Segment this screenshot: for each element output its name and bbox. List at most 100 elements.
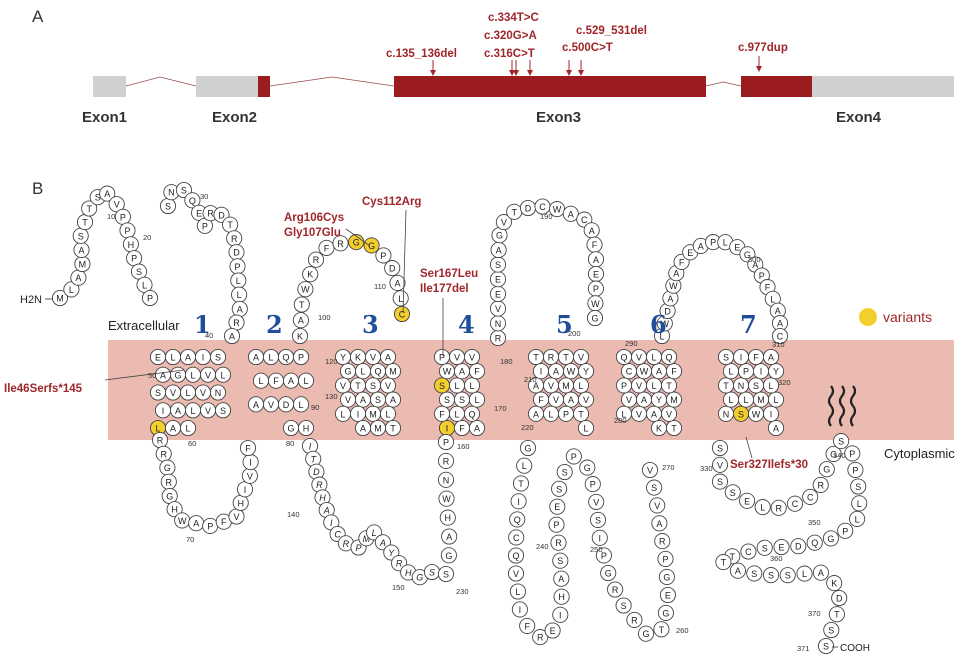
svg-text:R: R — [396, 559, 403, 569]
svg-text:L: L — [768, 381, 773, 391]
svg-text:E: E — [554, 502, 560, 512]
svg-text:E: E — [593, 270, 599, 280]
residue-tm2-3: L — [292, 396, 310, 413]
residue-tm6-6: L — [615, 405, 633, 422]
residue-tm4-11: L — [448, 377, 466, 394]
svg-text:A: A — [390, 395, 396, 405]
svg-text:A: A — [298, 316, 304, 326]
gene-structure — [93, 76, 954, 97]
residue-tm5-1: T — [527, 348, 545, 366]
residue-ecl3-11: D — [519, 199, 537, 217]
residue-icl4-38: G — [658, 568, 675, 585]
svg-text:R: R — [548, 353, 555, 363]
svg-text:W: W — [443, 367, 452, 377]
svg-text:S: S — [621, 601, 627, 611]
svg-text:S: S — [785, 571, 791, 581]
svg-text:P: P — [759, 271, 765, 281]
residue-icl1-5: G — [161, 487, 178, 505]
svg-text:T: T — [666, 381, 672, 391]
residue-nterm-18: P — [141, 289, 159, 307]
residue-nterm-10: A — [99, 185, 116, 202]
residue-tm3-18: I — [349, 405, 367, 422]
svg-text:E: E — [687, 248, 693, 258]
svg-text:M: M — [56, 294, 64, 304]
svg-text:G: G — [827, 534, 834, 544]
residue-cterm-8: C — [786, 495, 804, 512]
residue-nterm-15: P — [126, 250, 143, 267]
svg-text:A: A — [459, 367, 465, 377]
svg-text:V: V — [233, 512, 239, 522]
svg-text:P: P — [563, 409, 569, 419]
svg-text:S: S — [651, 483, 657, 493]
residue-number-10: 10 — [107, 212, 115, 221]
residue-tm3-3: V — [364, 348, 382, 366]
svg-text:S: S — [370, 381, 376, 391]
c-terminus: COOH — [832, 643, 870, 654]
svg-text:S: S — [155, 388, 161, 398]
residue-tm1-13: L — [179, 384, 197, 401]
svg-text:F: F — [324, 243, 330, 253]
svg-text:T: T — [310, 454, 317, 464]
residue-ecl3-3: V — [489, 300, 507, 317]
svg-text:S: S — [439, 381, 445, 391]
residue-cterm-22: D — [790, 538, 807, 555]
svg-text:P: P — [202, 221, 208, 231]
svg-text:A: A — [360, 395, 366, 405]
svg-text:V: V — [114, 200, 120, 210]
svg-text:G: G — [166, 492, 173, 502]
svg-text:D: D — [233, 248, 240, 258]
residue-icl2-4: R — [311, 476, 328, 493]
residue-number-300: 300 — [748, 255, 761, 264]
residue-icl4-18: R — [550, 534, 567, 551]
svg-text:R: R — [443, 456, 450, 466]
svg-text:A: A — [656, 519, 662, 529]
residue-icl4-24: G — [579, 459, 596, 476]
residue-ecl1-11: D — [228, 244, 245, 261]
variant-label-c977: c.977dup — [738, 42, 788, 54]
residue-icl4-40: R — [654, 533, 671, 550]
svg-text:L: L — [258, 376, 263, 386]
residue-icl4-26: V — [588, 493, 605, 510]
residue-tm1-6: L — [214, 366, 232, 383]
residue-cterm-6: L — [754, 499, 771, 516]
svg-text:T: T — [730, 552, 736, 562]
svg-text:F: F — [221, 517, 227, 527]
svg-text:T: T — [563, 353, 569, 363]
svg-text:H: H — [445, 513, 452, 523]
residue-number-20: 20 — [143, 233, 151, 242]
svg-text:G: G — [662, 608, 669, 618]
svg-text:T: T — [518, 479, 524, 489]
svg-text:R: R — [233, 318, 240, 328]
residue-cterm-15: P — [847, 461, 864, 478]
residue-tm1-8: L — [184, 366, 202, 383]
residue-ecl2-11: P — [375, 247, 392, 264]
residue-tm7-17: Y — [767, 363, 785, 380]
svg-text:P: P — [852, 465, 858, 475]
svg-text:M: M — [757, 395, 765, 405]
residue-ecl3-5: E — [489, 271, 507, 288]
svg-text:N: N — [443, 475, 450, 485]
residue-number-170: 170 — [494, 404, 507, 413]
svg-text:L: L — [142, 280, 147, 290]
intron-2 — [269, 76, 395, 87]
svg-text:V: V — [385, 381, 391, 391]
svg-text:A: A — [193, 519, 199, 529]
residue-cterm-20: G — [822, 530, 839, 547]
residue-tm6-2: T — [665, 419, 683, 437]
residue-tm1-11: S — [149, 384, 167, 401]
svg-text:T: T — [355, 381, 361, 391]
residue-icl4-34: G — [637, 625, 655, 642]
residue-nterm-5: A — [73, 241, 90, 258]
svg-text:T: T — [659, 625, 665, 635]
svg-text:P: P — [298, 353, 304, 363]
svg-text:L: L — [237, 290, 242, 300]
residue-number-370: 370 — [808, 609, 821, 618]
residue-tm7-6: L — [722, 391, 740, 408]
residue-number-240: 240 — [536, 542, 549, 551]
residue-ecl1-9: T — [222, 216, 239, 233]
residue-icl1-1: R — [151, 431, 169, 449]
svg-text:L: L — [469, 381, 474, 391]
svg-text:L: L — [857, 499, 862, 509]
residue-tm5-21: L — [577, 419, 595, 437]
residue-tm4-18: P — [433, 348, 451, 366]
